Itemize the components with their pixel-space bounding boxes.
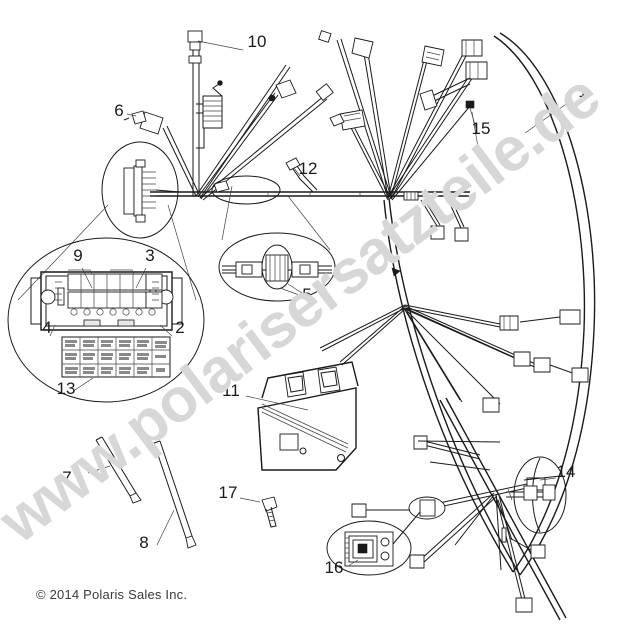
hex-flange-bolt [239,496,278,528]
harness-fan-node-upper [318,30,488,277]
callout-labels: 1 2 3 4 5 6 7 8 9 10 11 12 13 14 15 16 1… [42,32,587,577]
callout-6: 6 [114,101,123,120]
callout-2: 2 [175,318,184,337]
upper-branch-group [123,30,334,201]
callout-12: 12 [299,159,318,178]
harness-lower-diagonal [351,397,567,621]
harness-fan-node-lower [319,304,589,413]
control-module-detail [326,511,421,576]
copyright-notice: © 2014 Polaris Sales Inc. [36,587,188,602]
grommet-detail [506,456,567,534]
main-harness-loop [383,32,596,576]
callout-11: 11 [222,381,240,400]
relay-strip-detail [101,141,181,239]
callout-10: 10 [248,32,267,51]
callout-1: 1 [578,82,587,101]
callout-3: 3 [145,246,154,265]
callout-16: 16 [325,558,344,577]
callout-7: 7 [62,468,71,487]
harness-mid-right-cluster [413,198,501,471]
callout-14: 14 [557,462,576,481]
callout-15: 15 [472,119,491,138]
mounting-bracket-plate [245,361,359,471]
callout-9: 9 [73,246,82,265]
fuse-relay-box-detail [7,204,205,403]
callout-17: 17 [219,483,238,502]
callout-leader-lines [126,40,573,567]
callout-4: 4 [42,318,51,337]
callout-8: 8 [139,533,148,552]
callout-13: 13 [57,379,76,398]
cable-strap-parts [87,436,197,549]
inline-connector-detail [211,175,336,302]
callout-5: 5 [302,285,311,304]
